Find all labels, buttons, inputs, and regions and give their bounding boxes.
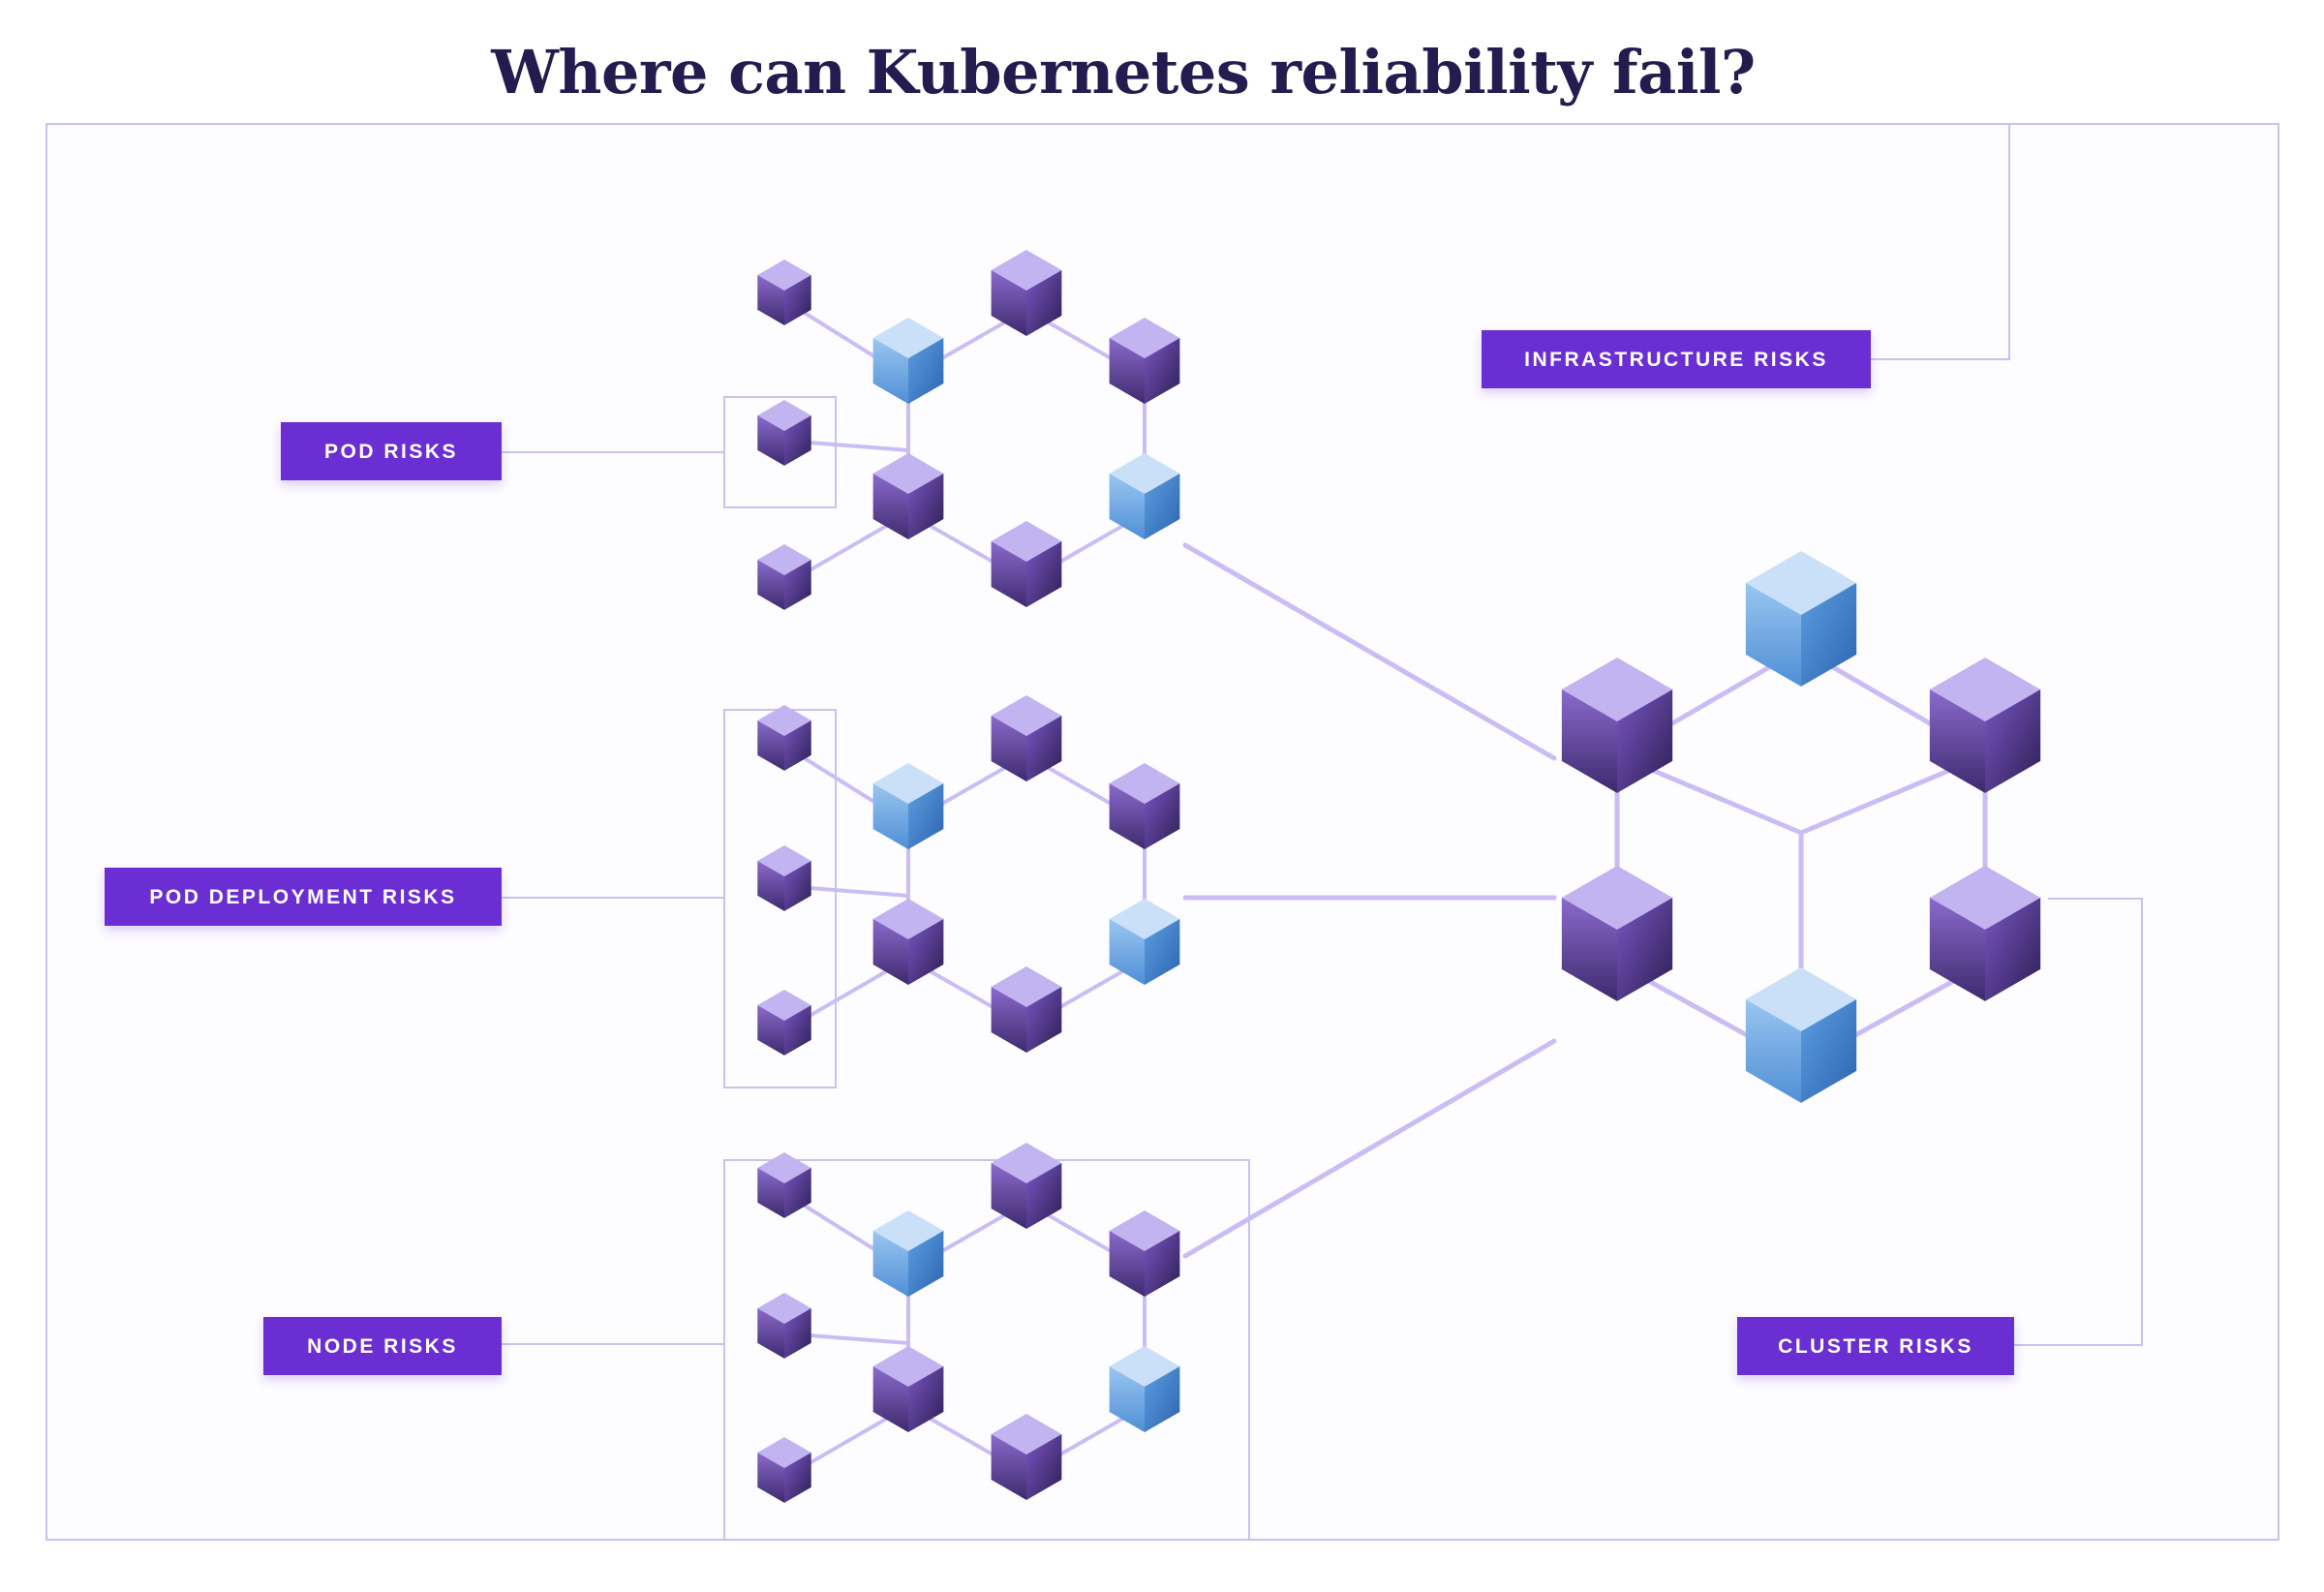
pod-deployment-risks-label: POD DEPLOYMENT RISKS [105,868,502,926]
deployment-group-cube [1109,899,1180,986]
node-group-cube [872,1346,944,1433]
deployment-group-cube [872,763,944,850]
node-to-cluster-link [1182,1038,1557,1259]
pod-risks-label: POD RISKS [281,422,502,480]
pod-group-pod-cube [757,400,811,466]
pod-deployment-risks-text: POD DEPLOYMENT RISKS [149,886,456,908]
node-group-pod-cube [757,1437,811,1503]
deployment-group-pod-cube [757,845,811,911]
pod-highlight-box [723,396,837,508]
node-group-cube [991,1143,1062,1230]
cluster-cube [1561,866,1673,1001]
pod-risks-text: POD RISKS [324,441,458,463]
deployment-group-cube [991,966,1062,1054]
cluster-risks-text: CLUSTER RISKS [1778,1335,1973,1358]
deployment-group-cube [872,899,944,986]
deployment-group-pod-cube [757,705,811,771]
infrastructure-risks-label: INFRASTRUCTURE RISKS [1482,330,1871,388]
node-group-cube [991,1414,1062,1501]
cluster-cube [1929,866,2041,1001]
deployment-group-cube [1109,763,1180,850]
pod-to-cluster-link [1182,542,1557,761]
node-group-pod-cube [757,1152,811,1218]
cluster-cube [1561,658,1673,793]
infrastructure-callout-line [1871,124,2010,360]
node-group-cube [872,1210,944,1298]
deployment-group-cube [991,695,1062,782]
node-highlight-box [723,1159,1250,1541]
cluster-risks-label: CLUSTER RISKS [1737,1317,2014,1375]
pod-group-cube [1109,453,1180,540]
pod-group-pod-cube [757,544,811,610]
infrastructure-risks-text: INFRASTRUCTURE RISKS [1524,349,1828,371]
pod-group-pod-cube [757,260,811,325]
node-risks-text: NODE RISKS [307,1335,458,1358]
page-title: Where can Kubernetes reliability fail? [491,37,1756,107]
pod-group-cube [991,521,1062,608]
cluster-callout-line [2014,898,2143,1346]
node-group-cube [1109,1210,1180,1298]
node-group-cube [1109,1346,1180,1433]
pod-group-cube [872,453,944,540]
deployment-group-pod-cube [757,990,811,1056]
callout-lines [502,124,2143,1541]
pod-group-cube [1109,318,1180,405]
cluster-cube [1929,658,2041,793]
pod-group-cube [991,250,1062,337]
cluster-cube [1745,967,1857,1103]
pod-group-cube [872,318,944,405]
cluster-cube [1745,551,1857,687]
node-risks-label: NODE RISKS [263,1317,502,1375]
node-group-pod-cube [757,1293,811,1359]
